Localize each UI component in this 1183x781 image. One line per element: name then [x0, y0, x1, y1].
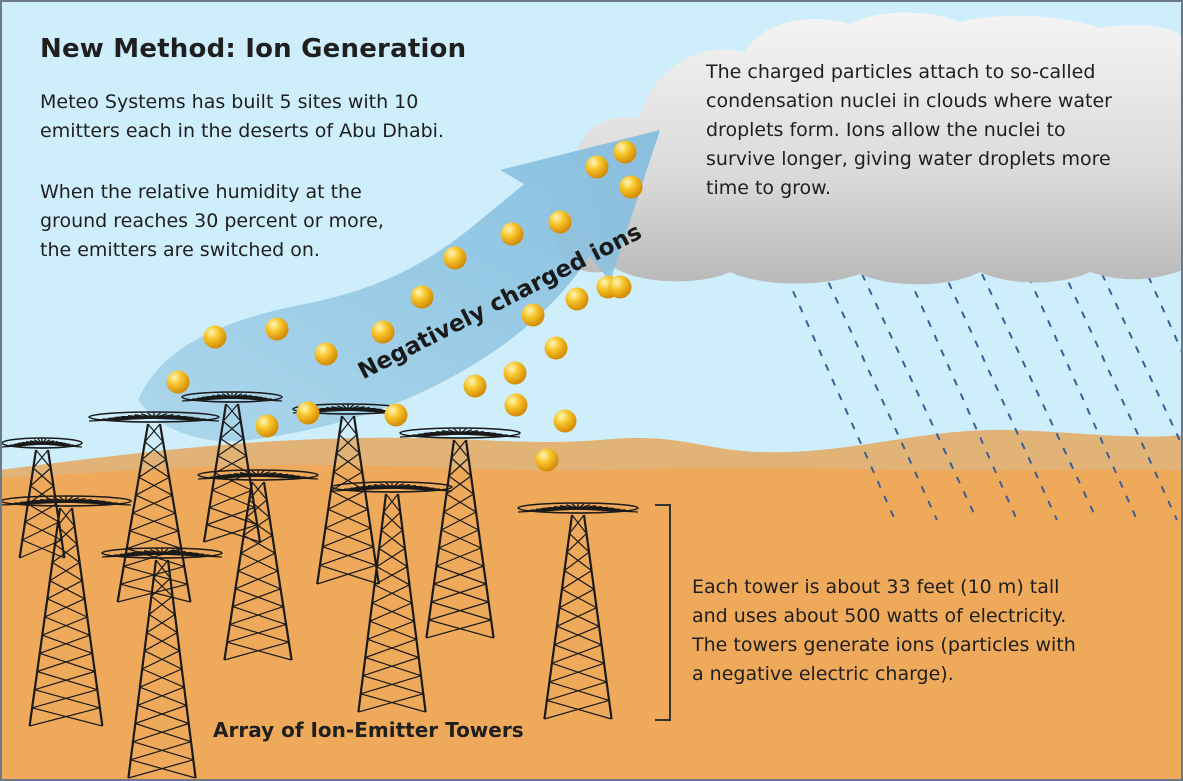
ion-particle [255, 414, 279, 438]
ion-flow-arrow [138, 130, 660, 442]
emitter-tower [399, 427, 521, 639]
ion-particle [463, 374, 487, 398]
emitter-tower [517, 502, 639, 720]
emitter-tower-array [0, 391, 639, 779]
ion-particle [608, 275, 632, 299]
ion-particle [296, 401, 320, 425]
cloud-explanation-text: The charged particles attach to so-calle… [706, 61, 1112, 199]
emitter-tower [0, 495, 132, 727]
ion-particle [535, 448, 559, 472]
ion-particle [410, 285, 434, 309]
ion-particle [166, 370, 190, 394]
emitter-tower [197, 469, 319, 661]
ion-particle [548, 210, 572, 234]
ion-particle [565, 287, 589, 311]
intro-sites-text: Meteo Systems has built 5 sites with 10 … [40, 91, 444, 142]
ion-particle [504, 393, 528, 417]
emitter-tower [101, 547, 223, 779]
rain-streak [981, 273, 1098, 521]
ion-particle [585, 155, 609, 179]
ion-particles [166, 140, 643, 472]
ion-particle [203, 325, 227, 349]
ion-particle [503, 361, 527, 385]
ion-particle [553, 409, 577, 433]
ion-particle [521, 303, 545, 327]
rain-streak [861, 273, 978, 521]
ion-particle [384, 403, 408, 427]
emitter-tower [331, 481, 453, 713]
ion-particle [544, 336, 568, 360]
ion-particle [371, 320, 395, 344]
ion-particle [443, 246, 467, 270]
emitter-tower [1, 437, 83, 559]
ion-particle [265, 317, 289, 341]
rain-streak [1061, 267, 1178, 521]
rain-streaks [779, 261, 1183, 521]
rain-streak [941, 267, 1058, 521]
page-title: New Method: Ion Generation [40, 34, 467, 64]
ion-particle [619, 175, 643, 199]
tower-info-text: Each tower is about 33 feet (10 m) tall … [692, 576, 1076, 685]
emitter-tower [88, 411, 220, 603]
intro-humidity-text: When the relative humidity at the ground… [40, 181, 384, 261]
ion-particle [314, 342, 338, 366]
ion-particle [613, 140, 637, 164]
rain-streak [821, 267, 938, 521]
towers-label: Array of Ion-Emitter Towers [213, 718, 524, 742]
ion-particle [500, 222, 524, 246]
cloud-icon [549, 12, 1183, 285]
height-bracket [655, 504, 671, 721]
